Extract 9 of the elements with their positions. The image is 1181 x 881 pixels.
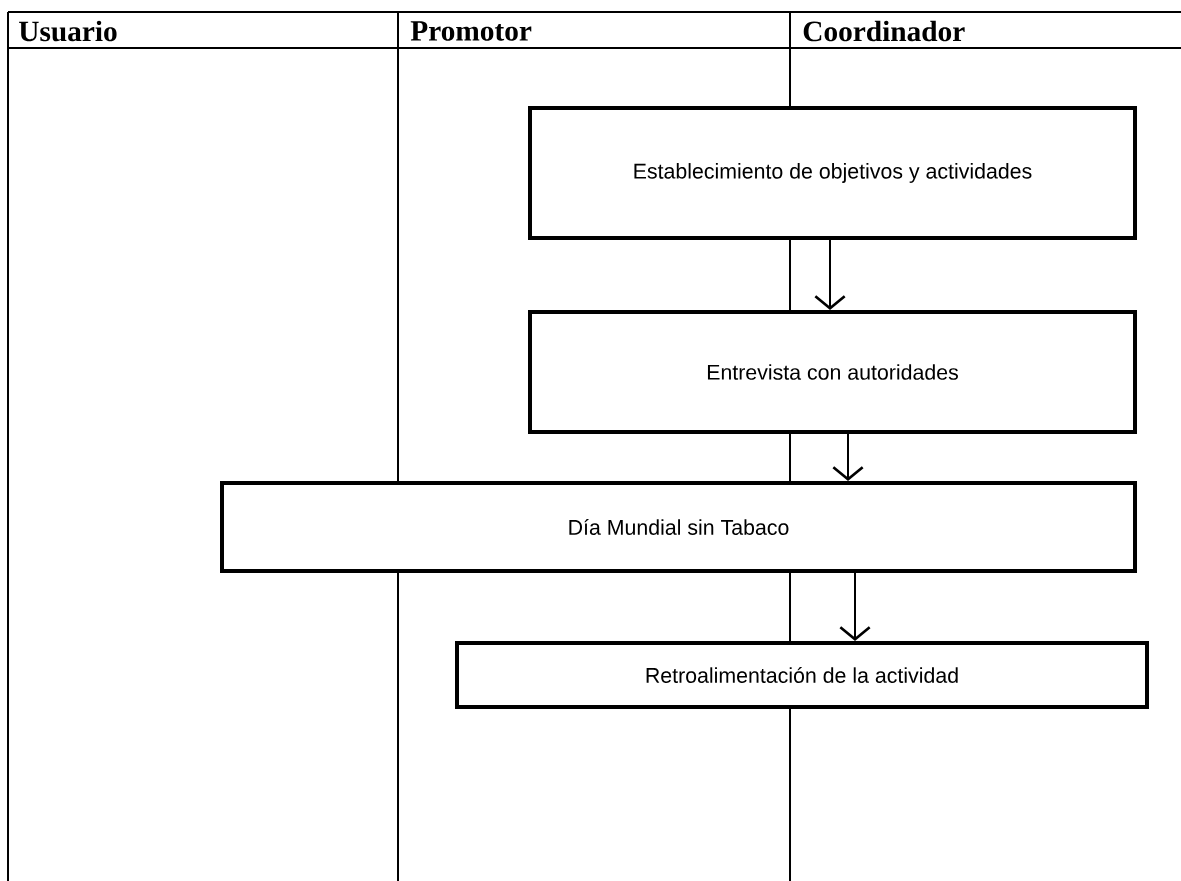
process-box: Establecimiento de objetivos y actividades — [528, 106, 1137, 240]
process-box: Entrevista con autoridades — [528, 310, 1137, 434]
arrow — [814, 239, 846, 310]
process-box: Día Mundial sin Tabaco — [220, 481, 1137, 573]
column-header: Usuario — [19, 20, 117, 42]
arrow — [839, 572, 871, 641]
column-header: Coordinador — [803, 20, 965, 42]
column-header: Promotor — [410, 21, 532, 41]
process-box: Retroalimentación de la actividad — [455, 641, 1149, 709]
